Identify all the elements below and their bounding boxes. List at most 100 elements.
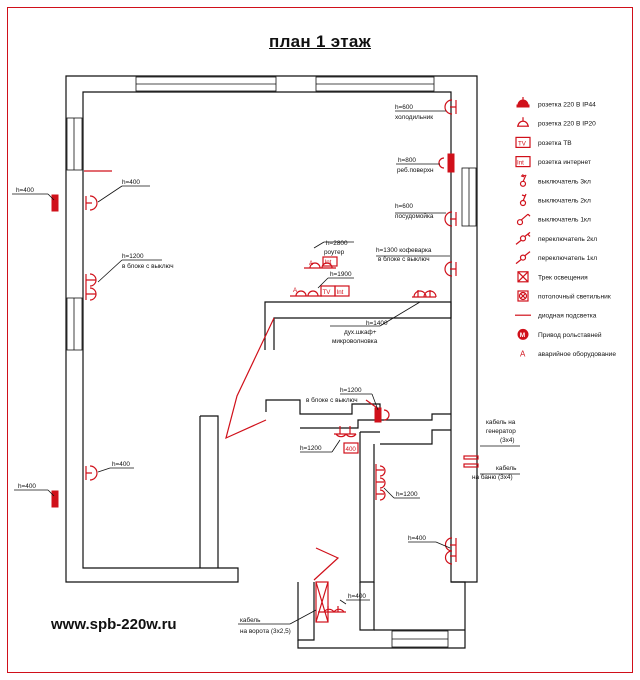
socket-oven-icon bbox=[412, 290, 437, 298]
light-track-icon bbox=[517, 271, 529, 283]
door-swing-entry bbox=[313, 547, 340, 581]
leader bbox=[317, 277, 329, 289]
leader bbox=[379, 301, 421, 327]
legend-item: розетка 220 В IP20 bbox=[517, 117, 596, 128]
leader bbox=[339, 599, 347, 605]
legend-label: розетка ТВ bbox=[538, 140, 572, 147]
router-socket-group-icon: A Int bbox=[304, 256, 338, 269]
door-frame-line bbox=[315, 581, 329, 623]
legend-label: диодная подсветка bbox=[538, 313, 597, 320]
annotation-mid-block: в блоке с выключ bbox=[306, 396, 358, 404]
annotation-bottom-height: h=400 bbox=[348, 593, 366, 600]
leader bbox=[371, 393, 379, 411]
annotation-right-lower-height: h=400 bbox=[408, 535, 426, 542]
emergency-icon: A bbox=[309, 260, 314, 267]
ceiling-lamp-icon bbox=[517, 290, 529, 302]
left-pillar bbox=[199, 415, 219, 568]
hall-red-label: 400 bbox=[346, 446, 357, 453]
tv-socket-icon: TV bbox=[323, 289, 332, 296]
annotation-coffee: в блоке с выключ bbox=[378, 255, 430, 263]
leader bbox=[289, 609, 317, 625]
legend-label: выключатель 3кл bbox=[538, 178, 591, 185]
annotation-mid-block-height: h=1200 bbox=[340, 387, 362, 394]
legend-label: выключатель 1кл bbox=[538, 217, 591, 224]
legend-item: выключатель 1кл bbox=[516, 213, 591, 226]
socket-coffee-icon bbox=[444, 261, 457, 277]
leader-lines bbox=[12, 110, 520, 625]
website-url: www.spb-220w.ru bbox=[51, 616, 177, 633]
leader bbox=[47, 489, 55, 497]
socket-ip44-icon bbox=[516, 97, 530, 108]
leader bbox=[383, 487, 395, 499]
emergency-icon: A bbox=[520, 350, 526, 359]
annotation-rib: реб.поверхн bbox=[397, 166, 434, 174]
leader bbox=[331, 439, 341, 453]
annotation-left-upper-height: h=400 bbox=[122, 179, 140, 186]
door-swing-kitchen bbox=[225, 317, 275, 440]
annotation-generator-cable-line2: генератор bbox=[486, 428, 516, 435]
annotation-left-block-height: h=1200 bbox=[122, 253, 144, 260]
annotation-oven: дух.шкаф+ bbox=[344, 329, 377, 336]
sockets: A Int A TV Int 400 bbox=[51, 99, 457, 613]
legend-item: розетка 220 В IP44 bbox=[516, 97, 596, 109]
annotation-router: роутер bbox=[324, 249, 345, 256]
socket-exterior-upper-icon bbox=[51, 194, 59, 212]
window-left-lower bbox=[66, 297, 83, 351]
annotation-hall-height: h=1200 bbox=[300, 445, 322, 452]
annotation-coffee-height: h=1300 кофеварка bbox=[376, 247, 432, 254]
annotation-oven-height: h=1400 bbox=[366, 320, 388, 327]
annotation-generator-cable-line3: (3х4) bbox=[500, 437, 515, 444]
hall-wall-top bbox=[265, 399, 381, 429]
windows bbox=[66, 76, 477, 648]
socket-rib-ip44-icon bbox=[438, 153, 455, 173]
legend-item: диодная подсветка bbox=[515, 313, 597, 320]
legend-item: переключатель 1кл bbox=[515, 251, 597, 265]
annotation-left-block: в блоке с выключ bbox=[122, 262, 174, 270]
switch-3key-icon bbox=[519, 174, 527, 187]
legend-label: Привод рольставней bbox=[538, 331, 602, 339]
legend-label: аварийное оборудование bbox=[538, 350, 616, 358]
legend-label: розетка 220 В IP44 bbox=[538, 102, 596, 109]
svg-text:TV: TV bbox=[518, 140, 527, 147]
hall-corridor bbox=[359, 431, 380, 583]
bottom-right-wall bbox=[297, 581, 466, 649]
legend-item: TV розетка ТВ bbox=[515, 136, 572, 148]
leader bbox=[97, 185, 123, 203]
legend-label: розетка 220 В IP20 bbox=[538, 121, 596, 128]
annotation-gate-cable-line2: на ворота (3х2,5) bbox=[240, 628, 291, 635]
annotation-fridge-height: h=600 bbox=[395, 104, 413, 111]
cable-mark-bath bbox=[463, 463, 479, 468]
socket-left-lower-icon bbox=[85, 465, 98, 481]
toggle-1key-icon bbox=[515, 251, 531, 265]
annotation-dish-height: h=600 bbox=[395, 203, 413, 210]
socket-right-mid-icon bbox=[375, 464, 386, 501]
internet-socket-icon: Int bbox=[337, 289, 344, 296]
socket-hall-icon: 400 bbox=[334, 426, 359, 454]
switch-2key-icon bbox=[519, 193, 527, 207]
door-frame-entry bbox=[315, 581, 329, 623]
annotation-exterior-upper-height: h=400 bbox=[16, 187, 34, 194]
legend-item: Трек освещения bbox=[517, 271, 588, 283]
leader bbox=[435, 541, 451, 549]
annotation-router-height: h=2800 bbox=[326, 240, 348, 247]
legend-label: переключатель 2кл bbox=[538, 236, 597, 243]
right-room-wall bbox=[380, 413, 451, 445]
shutter-drive-icon: M bbox=[517, 328, 529, 340]
window-left-upper bbox=[66, 117, 83, 171]
svg-text:Int: Int bbox=[517, 160, 524, 167]
entry-walls bbox=[297, 582, 375, 641]
annotations: h=600 холодильник h=800 реб.поверхн h=60… bbox=[16, 104, 517, 635]
annotation-dish: посудомойка bbox=[395, 212, 434, 220]
annotation-fridge: холодильник bbox=[395, 114, 433, 121]
legend-label: потолочный светильник bbox=[538, 293, 611, 301]
socket-mid-block-icon bbox=[374, 407, 390, 423]
leader bbox=[313, 241, 325, 249]
socket-right-lower-icon bbox=[444, 537, 457, 565]
page-title: план 1 этаж bbox=[269, 32, 371, 51]
annotation-generator-cable: кабель на bbox=[486, 418, 516, 426]
kitchen-partition bbox=[264, 301, 452, 350]
annotation-exterior-lower-height: h=400 bbox=[18, 483, 36, 490]
emergency-icon: A bbox=[293, 287, 298, 294]
leader bbox=[97, 467, 111, 473]
